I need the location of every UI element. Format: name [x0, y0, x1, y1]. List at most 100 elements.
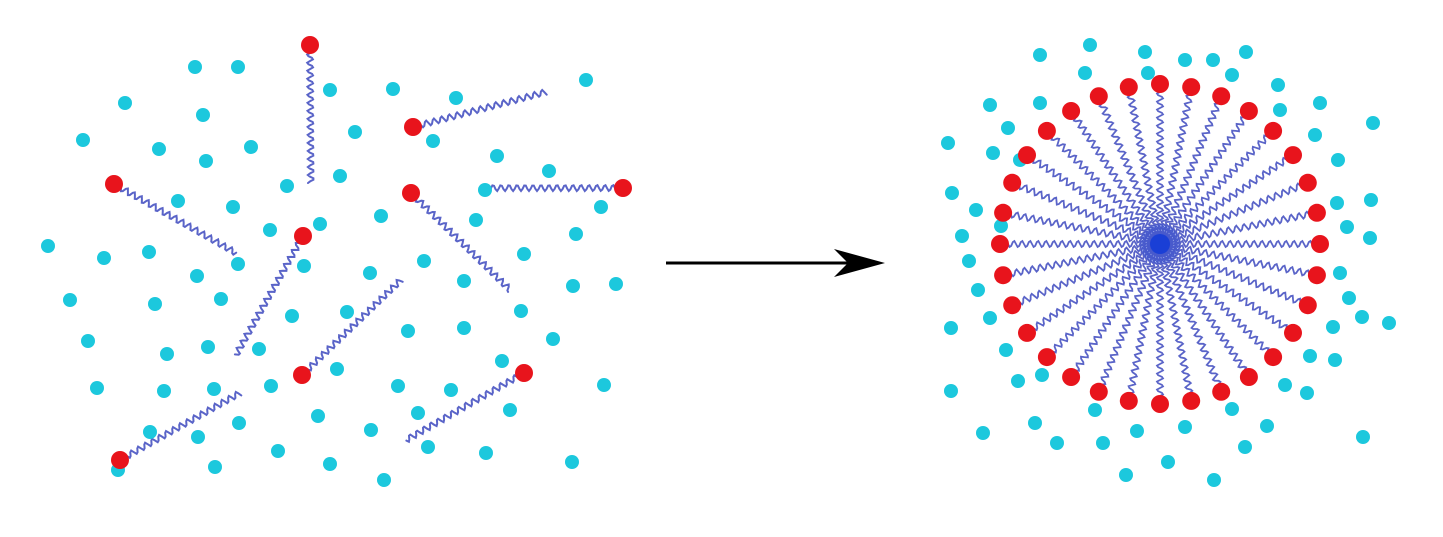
water-molecule [231, 60, 245, 74]
water-molecule [232, 416, 246, 430]
water-molecule [1363, 231, 1377, 245]
water-molecule [1342, 291, 1356, 305]
water-molecule [1138, 45, 1152, 59]
micelle-head [1284, 323, 1302, 342]
water-molecule [377, 473, 391, 487]
micelle-head [1151, 395, 1169, 413]
water-molecule [1161, 455, 1175, 469]
water-molecule [417, 254, 431, 268]
water-molecule [983, 98, 997, 112]
water-molecule [490, 149, 504, 163]
surfactant-head [301, 36, 319, 54]
micelle-tail [1166, 208, 1318, 247]
water-molecule [514, 304, 528, 318]
water-molecule [517, 247, 531, 261]
micelle-tail [1025, 154, 1155, 241]
water-molecule [566, 279, 580, 293]
water-molecule [323, 83, 337, 97]
water-molecule [955, 229, 969, 243]
water-molecule [457, 274, 471, 288]
surfactant-head [515, 364, 533, 382]
surfactant-tail [305, 44, 315, 184]
water-molecule [1119, 468, 1133, 482]
micelle-head [1212, 87, 1231, 106]
micelle-tail [1068, 110, 1159, 239]
surfactant-tail [408, 192, 510, 293]
water-molecule [609, 277, 623, 291]
micelle-tail [1125, 250, 1162, 402]
water-molecule [426, 134, 440, 148]
water-molecule [478, 183, 492, 197]
water-molecule [597, 378, 611, 392]
water-molecule [1088, 403, 1102, 417]
micelle-head [1018, 146, 1036, 165]
water-molecule [986, 146, 1000, 160]
water-molecule [160, 347, 174, 361]
water-molecule [1366, 116, 1380, 130]
water-molecule [1382, 316, 1396, 330]
micelle-head [1037, 121, 1056, 140]
water-molecule [1238, 440, 1252, 454]
water-molecule [1178, 420, 1192, 434]
micelle-tail [1011, 243, 1154, 309]
water-molecule [391, 379, 405, 393]
micelle-tail [1166, 242, 1318, 279]
water-molecule [1028, 416, 1042, 430]
micelle-head [1298, 296, 1317, 315]
water-molecule [1355, 310, 1369, 324]
micelle-tails [999, 83, 1321, 405]
water-molecule [1225, 402, 1239, 416]
water-molecule [944, 384, 958, 398]
water-molecule [188, 60, 202, 74]
surfactant-tail [119, 390, 243, 464]
surfactant-tail [113, 183, 238, 256]
water-molecule [148, 297, 162, 311]
water-molecule [1239, 45, 1253, 59]
water-molecule [1326, 320, 1340, 334]
water-molecule [90, 381, 104, 395]
water-molecule [1096, 436, 1110, 450]
micelle-tail [1095, 95, 1161, 238]
water-molecule [1273, 103, 1287, 117]
water-molecule [1207, 473, 1221, 487]
micelle-tail [1124, 86, 1163, 238]
micelle-tail [1161, 95, 1223, 238]
micelle-tail [1158, 86, 1195, 238]
micelle-head [1018, 323, 1036, 342]
water-molecule [263, 223, 277, 237]
water-molecule [565, 455, 579, 469]
water-molecule [191, 430, 205, 444]
water-molecule [311, 409, 325, 423]
water-molecule [152, 142, 166, 156]
water-molecule [374, 209, 388, 223]
micelle-head [1239, 368, 1258, 386]
surfactant-tail [405, 369, 525, 444]
water-molecule [449, 91, 463, 105]
water-molecule [143, 425, 157, 439]
water-molecule [323, 457, 337, 471]
micelle-tail [1097, 250, 1159, 393]
water-molecule [214, 292, 228, 306]
micelle-tail [1046, 247, 1156, 360]
water-molecule [1300, 386, 1314, 400]
water-molecules [41, 60, 623, 487]
micelle-tail [1157, 250, 1196, 402]
water-molecule [503, 403, 517, 417]
water-molecule [1328, 353, 1342, 367]
water-molecule [1313, 96, 1327, 110]
surfactant-tail [233, 235, 304, 356]
water-molecule [569, 227, 583, 241]
water-molecule [969, 203, 983, 217]
water-molecule [962, 254, 976, 268]
micelle-tail [1002, 241, 1154, 280]
surfactant-tail [412, 88, 548, 131]
water-molecule [469, 213, 483, 227]
water-molecule [142, 245, 156, 259]
micelle-head [1062, 102, 1081, 120]
micelle-head [1119, 391, 1138, 410]
water-molecule [594, 200, 608, 214]
water-molecule [1033, 96, 1047, 110]
micelle-head [1003, 296, 1022, 315]
water-molecule [280, 179, 294, 193]
micelle-panel [941, 38, 1396, 487]
